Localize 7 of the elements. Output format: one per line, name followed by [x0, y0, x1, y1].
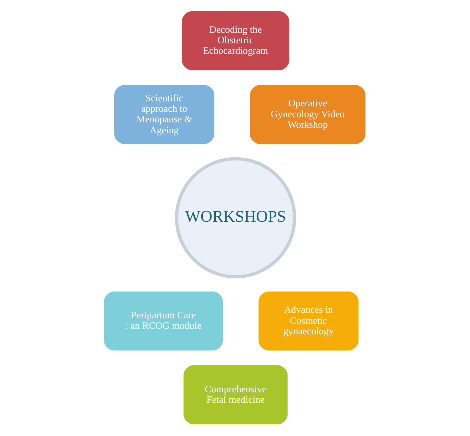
- node-box: Operative Gynecology Video Workshop: [250, 85, 366, 144]
- node-box: Decoding the Obstetric Echocardiogram: [182, 11, 290, 70]
- node-box: Peripartum Care : an RCOG module: [104, 292, 224, 351]
- node-circle: WORKSHOPS: [175, 157, 296, 279]
- node-box: Comprehensive Fetal medicine: [184, 366, 288, 425]
- node-box: Advances in Cosmetic gynaecology: [258, 292, 359, 351]
- node-box: Scientific approach to Menopause & Ageing: [114, 85, 214, 144]
